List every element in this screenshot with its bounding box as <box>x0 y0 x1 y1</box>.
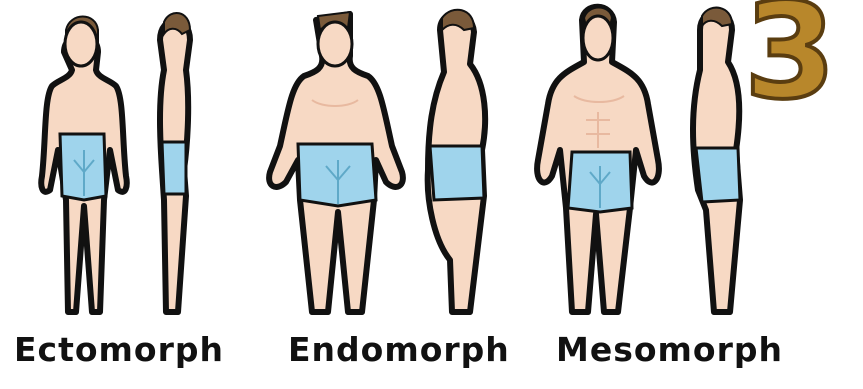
ectomorph-side-figure <box>160 13 190 312</box>
endomorph-label: Endomorph <box>288 330 510 369</box>
mesomorph-label: Mesomorph <box>556 330 783 369</box>
ectomorph-label: Ectomorph <box>14 330 224 369</box>
number-badge: 3 <box>742 0 838 118</box>
endomorph-front-figure <box>269 12 403 312</box>
mesomorph-side-figure <box>693 8 740 312</box>
ectomorph-front-figure <box>41 17 126 313</box>
mesomorph-front-figure <box>537 7 659 312</box>
endomorph-side-figure <box>428 10 485 312</box>
